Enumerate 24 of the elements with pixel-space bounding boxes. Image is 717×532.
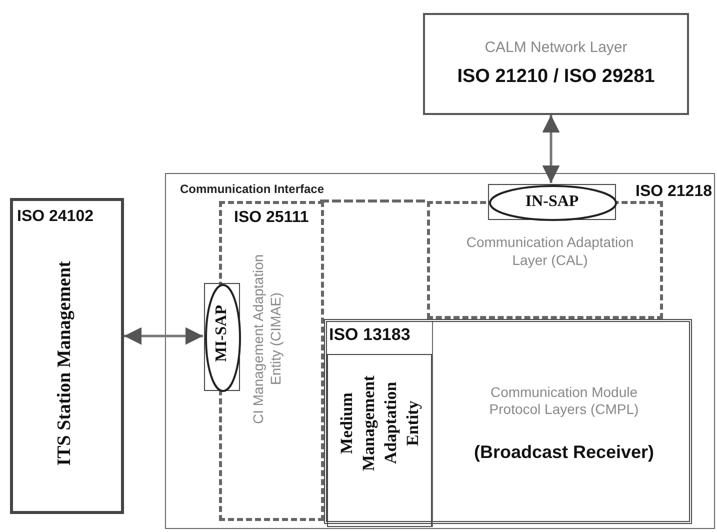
layer-label: Communication Adaptation Layer (CAL) — [465, 234, 635, 269]
role-label: (Broadcast Receiver) — [474, 440, 654, 464]
sap-label: IN-SAP — [525, 193, 579, 210]
layer-box — [423, 13, 689, 115]
management-label: ITS Station Management — [53, 261, 76, 466]
entity-label: CI Management Adaptation Entity (CIMAE) — [250, 253, 284, 426]
standard-number: ISO 13183 — [329, 324, 410, 346]
sap-label: MI-SAP — [212, 304, 231, 362]
interface-title: Communication Interface — [180, 181, 324, 198]
standard-box — [324, 319, 692, 524]
entity-column — [327, 354, 432, 527]
management-box — [10, 198, 124, 514]
sap-ellipse — [204, 283, 240, 391]
sap-ellipse — [488, 184, 616, 220]
interface-frame — [165, 173, 715, 529]
standard-number: ISO 21218 — [636, 182, 712, 202]
double-arrow — [124, 327, 203, 345]
layer-title: CALM Network Layer — [484, 38, 628, 58]
entity-label: Medium Management Adaptation Entity — [336, 374, 423, 473]
standard-number: ISO 21210 / ISO 29281 — [457, 65, 655, 89]
double-arrow — [542, 115, 560, 183]
protocol-layers-label: Communication Module Protocol Layers (CMPL) — [488, 384, 640, 418]
standard-number: ISO 25111 — [234, 208, 309, 228]
standard-number: ISO 24102 — [17, 207, 94, 227]
